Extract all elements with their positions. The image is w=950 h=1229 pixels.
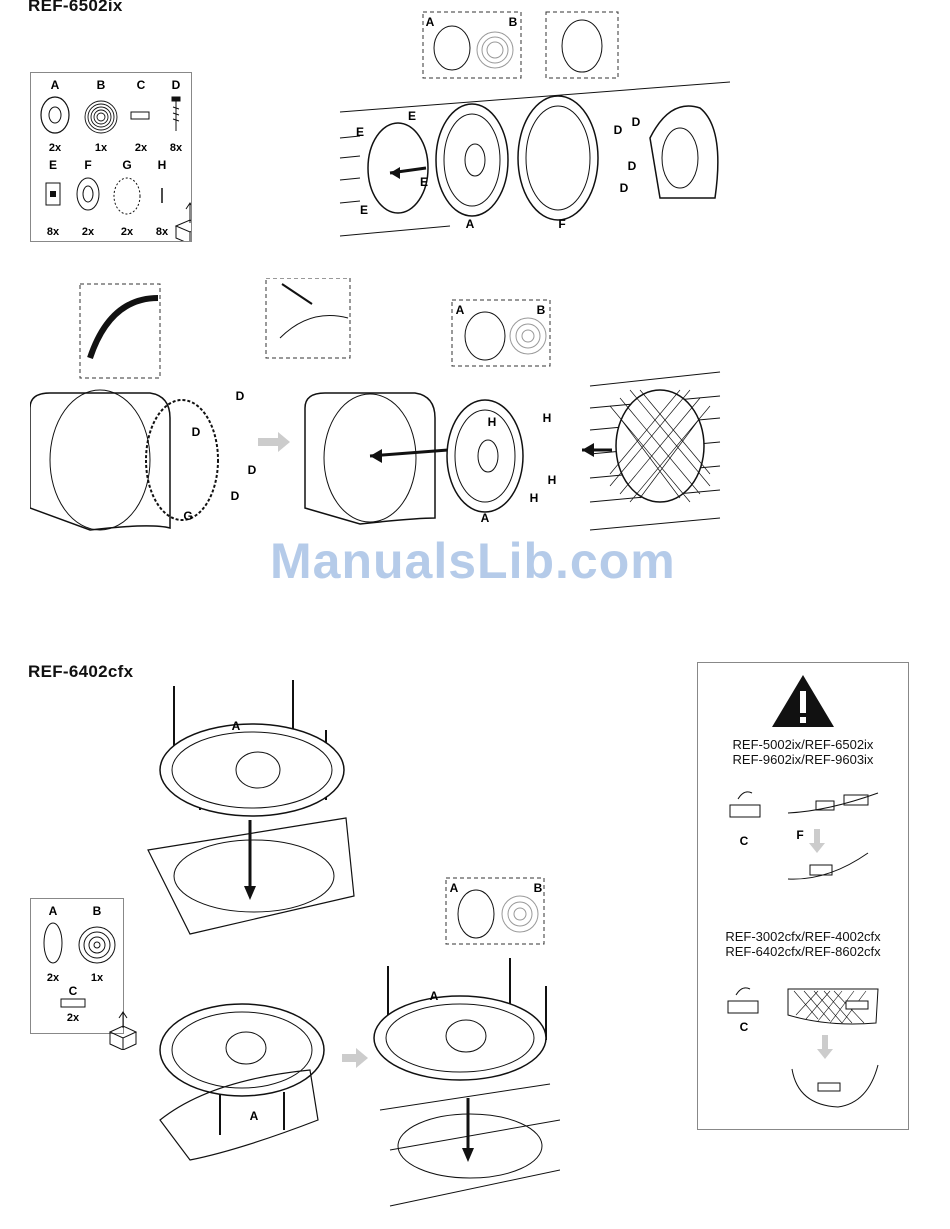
part-qty: 8x (170, 142, 183, 154)
parts-list-illustration: A B C D 2x 1x 2x 8x E F G H 8x 2x 2x 8x (31, 73, 191, 241)
watermark-text: ManualsLib.com (270, 532, 676, 590)
speaker-a-cfx (160, 724, 344, 816)
parts-list-box: A B C D 2x 1x 2x 8x E F G H 8x 2x 2x 8x (30, 72, 192, 242)
bracket-install-diagram: A B G D D D D A H H H H (30, 278, 730, 558)
part-letter: B (97, 78, 106, 92)
svg-text:E: E (360, 203, 368, 217)
model-line: REF-3002cfx/REF-4002cfx (698, 929, 908, 944)
svg-text:A: A (481, 511, 490, 525)
part-a-speaker-icon (44, 923, 62, 963)
inset-ab-box (423, 12, 521, 78)
svg-text:2x: 2x (67, 1012, 80, 1024)
warning-model-group-2: REF-3002cfx/REF-4002cfx REF-6402cfx/REF-… (698, 929, 908, 959)
svg-text:B: B (509, 15, 518, 29)
part-letter: A (51, 78, 60, 92)
svg-text:A: A (49, 904, 58, 918)
part-b-wire-icon (85, 101, 117, 133)
svg-text:H: H (530, 491, 539, 505)
svg-text:H: H (543, 411, 552, 425)
bracket-g (146, 400, 218, 520)
warning-triangle-icon (770, 673, 836, 729)
svg-text:F: F (796, 828, 803, 842)
svg-text:D: D (628, 159, 637, 173)
svg-text:D: D (632, 115, 641, 129)
part-qty: 2x (121, 226, 134, 238)
part-c-connector-icon (131, 112, 149, 119)
part-letter: G (122, 158, 131, 172)
connector-f-illustration: C F (718, 783, 888, 893)
section-title-ref-6402cfx: REF-6402cfx (28, 662, 133, 682)
speaker-a-2 (447, 400, 523, 512)
svg-text:A: A (466, 217, 475, 231)
svg-text:D: D (614, 123, 623, 137)
package-box-icon-2 (108, 1010, 138, 1050)
inset-ab-box-2 (452, 300, 550, 366)
svg-text:D: D (236, 389, 245, 403)
svg-text:C: C (740, 834, 749, 848)
part-a-speaker-icon (41, 97, 69, 133)
part-qty: 2x (49, 142, 62, 154)
pod-cover (650, 106, 718, 198)
svg-text:G: G (183, 509, 192, 523)
model-line: REF-6402cfx/REF-8602cfx (698, 944, 908, 959)
speaker-a (436, 104, 508, 216)
speaker-a-cfx-3 (374, 996, 546, 1080)
svg-text:D: D (192, 425, 201, 439)
svg-text:C: C (740, 1020, 749, 1034)
svg-text:A: A (450, 881, 459, 895)
svg-text:D: D (620, 181, 629, 195)
svg-text:H: H (548, 473, 557, 487)
part-qty: 1x (95, 142, 108, 154)
inset-clip-box (266, 278, 350, 358)
part-qty: 2x (135, 142, 148, 154)
svg-text:F: F (558, 217, 565, 231)
svg-text:C: C (69, 984, 78, 998)
svg-text:E: E (408, 109, 416, 123)
part-qty: 2x (82, 226, 95, 238)
svg-text:H: H (488, 415, 497, 429)
svg-text:E: E (420, 175, 428, 189)
part-qty: 8x (156, 226, 169, 238)
part-c-connector-icon (61, 999, 85, 1007)
model-line: REF-5002ix/REF-6502ix (698, 737, 908, 752)
package-box-icon (176, 203, 191, 241)
svg-text:A: A (250, 1109, 259, 1123)
step-arrow-icon (258, 432, 290, 452)
svg-text:A: A (430, 989, 439, 1003)
model-line: REF-9602ix/REF-9603ix (698, 752, 908, 767)
part-letter: C (137, 78, 146, 92)
inset-ab-box-3 (446, 878, 544, 944)
svg-text:A: A (232, 719, 241, 733)
section-title-ref-6502ix: REF-6502ix (28, 0, 123, 16)
cfx-bracket-install-diagram: A B A A (150, 870, 560, 1220)
svg-text:1x: 1x (91, 972, 104, 984)
warning-model-group-1: REF-5002ix/REF-6502ix REF-9602ix/REF-960… (698, 737, 908, 767)
svg-text:B: B (537, 303, 546, 317)
svg-text:D: D (231, 489, 240, 503)
part-letter: D (172, 78, 181, 92)
part-g-ring-icon (114, 178, 140, 214)
svg-text:B: B (93, 904, 102, 918)
step-arrow-icon-2 (342, 1048, 368, 1068)
door-install-exploded-diagram: A B E E E E A F D D D D (330, 8, 730, 248)
part-a-cone (49, 107, 61, 123)
svg-text:D: D (248, 463, 257, 477)
svg-text:2x: 2x (47, 972, 60, 984)
inset-cover-box (546, 12, 618, 78)
part-letter: E (49, 158, 57, 172)
svg-text:B: B (534, 881, 543, 895)
part-e-clip-slot (50, 191, 56, 197)
svg-text:E: E (356, 125, 364, 139)
svg-text:A: A (456, 303, 465, 317)
svg-text:A: A (426, 15, 435, 29)
door-panel-left (30, 393, 170, 530)
mounting-ring-f (518, 96, 598, 220)
warning-box: REF-5002ix/REF-6502ix REF-9602ix/REF-960… (697, 662, 909, 1130)
part-qty: 8x (47, 226, 60, 238)
part-letter: H (158, 158, 167, 172)
part-d-screw-icon (172, 97, 180, 131)
part-f-cover-icon (77, 178, 99, 210)
connector-c-illustration: C (718, 975, 888, 1125)
part-letter: F (84, 158, 91, 172)
